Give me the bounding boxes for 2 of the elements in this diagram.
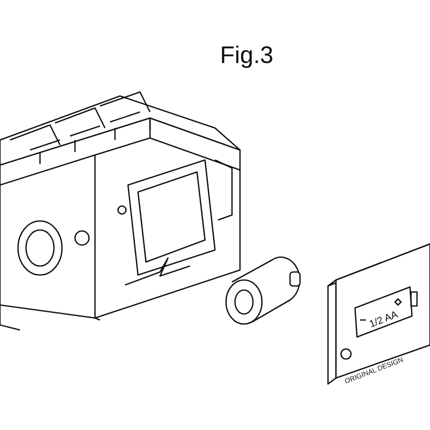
battery-size-label: 1/2 AA	[368, 309, 400, 330]
figure-title: Fig.3	[220, 42, 274, 70]
